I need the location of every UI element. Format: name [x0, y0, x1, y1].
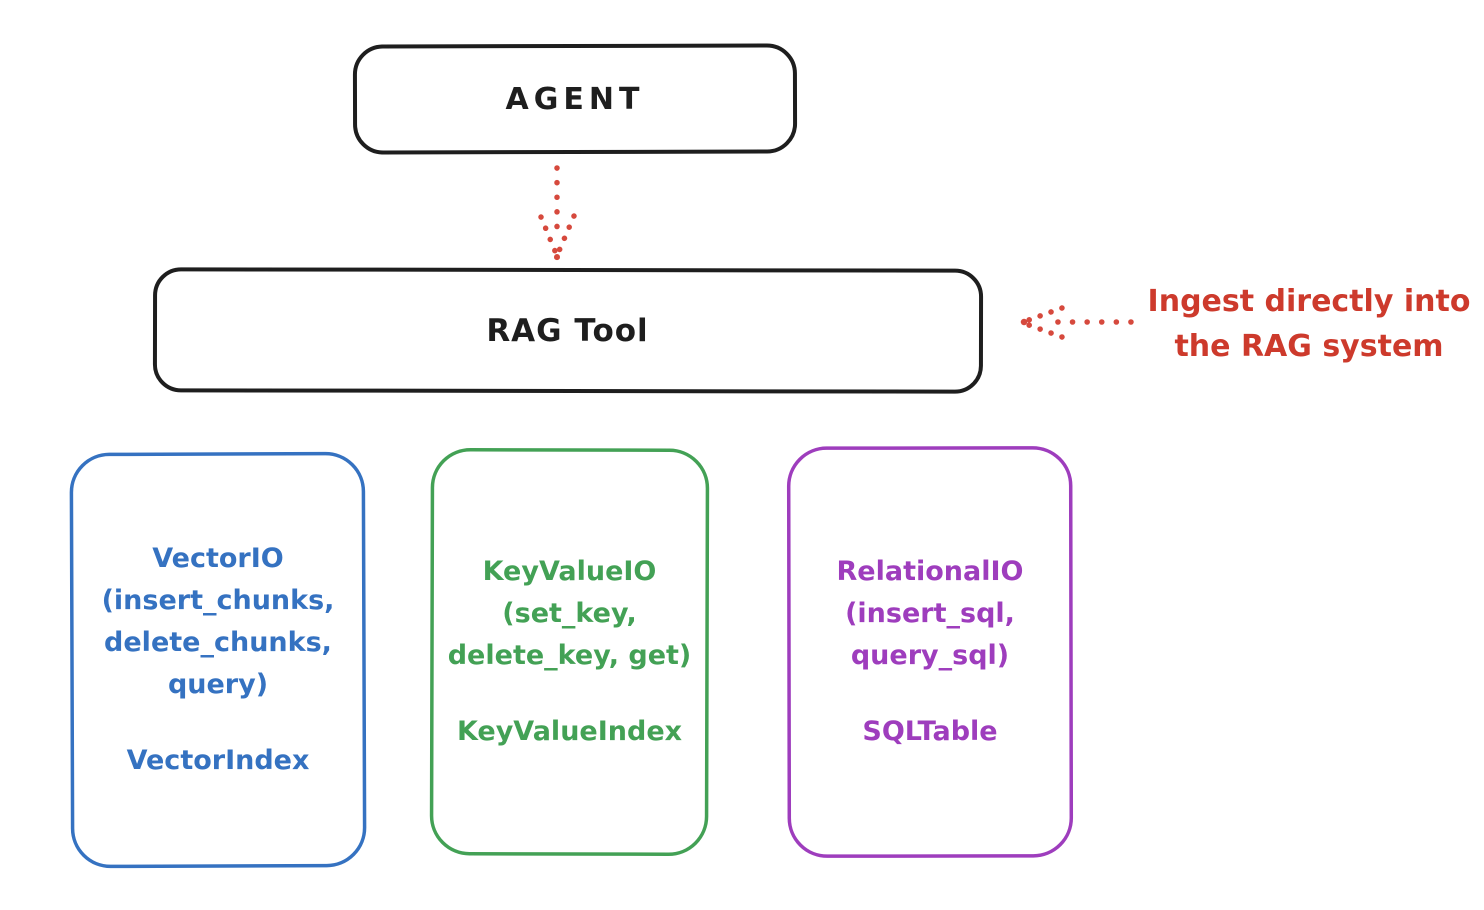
ingest-annotation: Ingest directly into the RAG system — [1134, 279, 1484, 369]
agent-box-outline — [352, 43, 798, 155]
rag-tool-node-label: RAG Tool — [486, 312, 649, 349]
agent-node: AGENT — [353, 45, 797, 153]
keyvalue-index-label: KeyValueIndex — [456, 716, 683, 747]
vector-io-methods-line: (insert_chunks, — [101, 584, 335, 616]
vector-io-methods-line: query) — [167, 668, 269, 700]
agent-node-label: AGENT — [505, 81, 645, 117]
keyvalue-io-methods-line: (set_key, — [502, 598, 637, 629]
keyvalue-io-title: KeyValueIO — [482, 556, 657, 587]
dotted-arrow-left-icon — [1020, 305, 1134, 340]
rag-tool-node: RAG Tool — [152, 268, 983, 393]
ingest-annotation-line: Ingest directly into — [1147, 284, 1471, 319]
relational-io-methods-line: query_sql) — [850, 640, 1010, 671]
relational-io-node: RelationalIO (insert_sql, query_sql) SQL… — [788, 447, 1072, 857]
keyvalue-io-box-outline — [429, 447, 710, 857]
rag-tool-box-outline — [152, 267, 984, 394]
vector-index-label: VectorIndex — [126, 744, 310, 776]
keyvalue-io-node: KeyValueIO (set_key, delete_key, get) Ke… — [431, 449, 708, 855]
relational-io-methods-line: (insert_sql, — [845, 598, 1015, 629]
vector-io-node: VectorIO (insert_chunks, delete_chunks, … — [71, 452, 365, 867]
relational-io-title: RelationalIO — [836, 556, 1024, 587]
dotted-arrow-down-icon — [538, 165, 577, 261]
keyvalue-io-methods-line: delete_key, get) — [447, 640, 692, 671]
ingest-annotation-line: the RAG system — [1174, 329, 1444, 364]
sql-table-label: SQLTable — [862, 716, 998, 747]
relational-io-box-outline — [786, 446, 1074, 858]
vector-io-methods-line: delete_chunks, — [104, 626, 332, 658]
vector-io-title: VectorIO — [152, 542, 284, 574]
vector-io-box-outline — [69, 451, 367, 869]
